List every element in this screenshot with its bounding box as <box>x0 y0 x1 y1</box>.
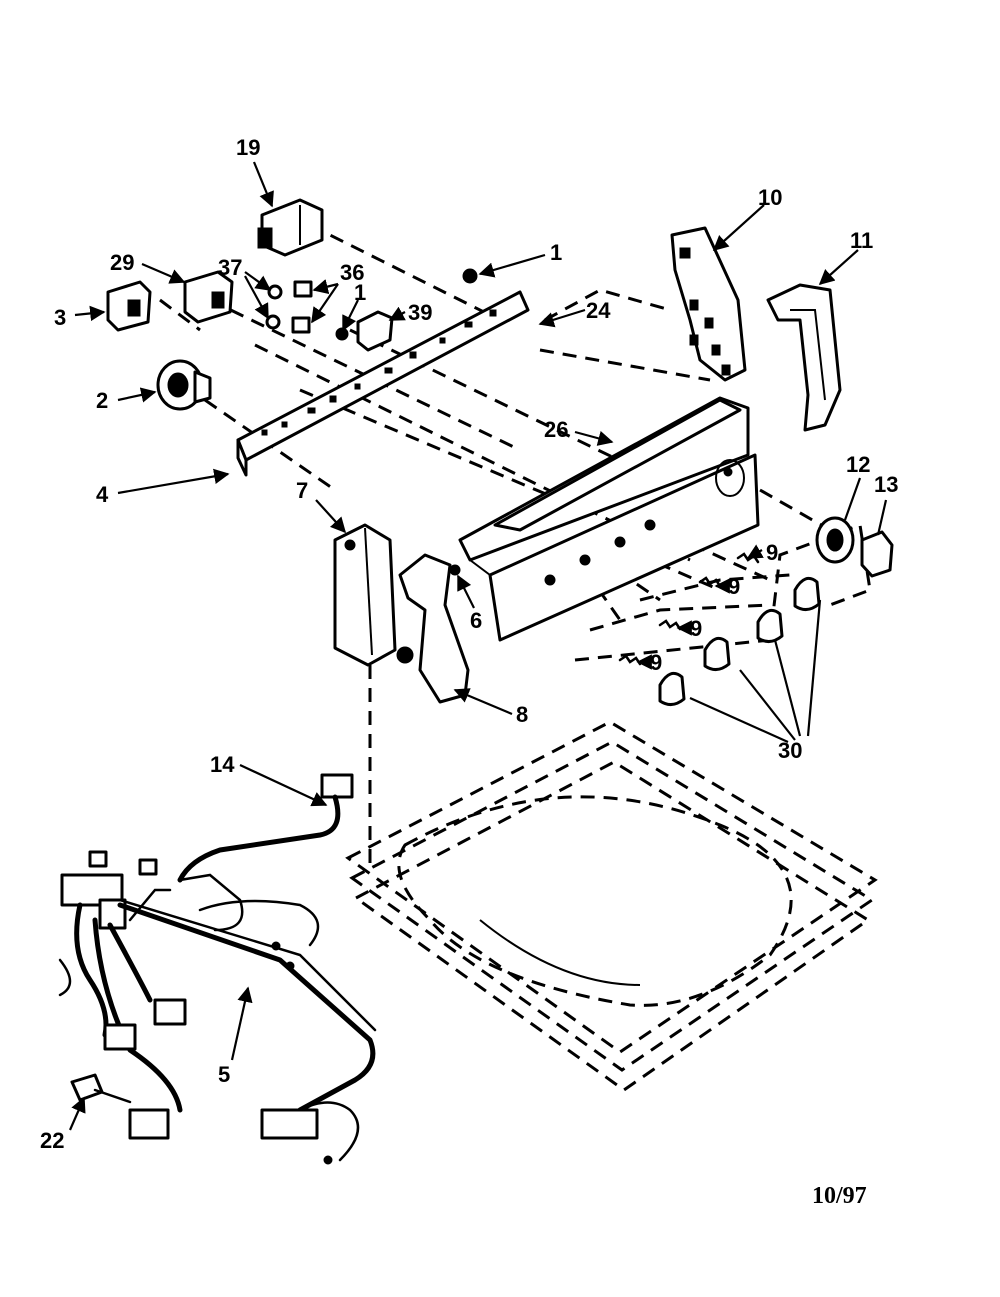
label-2: 2 <box>96 388 108 413</box>
label-37: 37 <box>218 255 242 280</box>
label-26: 26 <box>544 417 568 442</box>
label-29: 29 <box>110 250 134 275</box>
label-36: 36 <box>340 260 364 285</box>
label-14: 14 <box>210 752 235 777</box>
part-13-knob <box>860 530 894 578</box>
part-14-harness-lead <box>177 773 354 883</box>
screw-part-1-top <box>462 268 478 284</box>
label-3: 3 <box>54 305 66 330</box>
label-22: 22 <box>40 1128 64 1153</box>
label-24: 24 <box>586 298 611 323</box>
label-9-a: 9 <box>766 540 778 565</box>
label-10: 10 <box>758 185 782 210</box>
label-5: 5 <box>218 1062 230 1087</box>
part-29-switch <box>183 270 234 324</box>
part-30-knobs <box>658 576 821 706</box>
label-11: 11 <box>850 228 873 253</box>
label-7: 7 <box>296 478 308 503</box>
label-12: 12 <box>846 452 870 477</box>
cabinet-top-phantom <box>345 720 878 1092</box>
screw-part-6 <box>449 564 461 576</box>
label-30: 30 <box>778 738 802 763</box>
label-1-small: 1 <box>354 280 366 305</box>
label-13: 13 <box>874 472 898 497</box>
label-9-d: 9 <box>650 650 662 675</box>
label-39: 39 <box>408 300 432 325</box>
date-code: 10/97 <box>812 1183 867 1209</box>
label-4: 4 <box>96 482 109 507</box>
label-9-b: 9 <box>728 574 740 599</box>
part-number-labels: 19 29 37 36 1 39 3 2 4 1 24 10 11 26 7 6… <box>40 135 898 1209</box>
small-fasteners-37-36 <box>265 280 394 352</box>
leader-lines <box>68 161 888 1131</box>
part-11-end-cap <box>766 283 842 432</box>
part-2-timer <box>156 359 212 411</box>
label-6: 6 <box>470 608 482 633</box>
label-19: 19 <box>236 135 260 160</box>
label-8: 8 <box>516 702 528 727</box>
part-22-connector <box>70 1073 132 1104</box>
part-4-control-bracket <box>236 290 530 477</box>
part-26-console <box>458 396 760 642</box>
part-19-switch <box>257 198 324 257</box>
part-3-switch <box>106 280 152 332</box>
part-12-bezel <box>815 516 855 564</box>
label-1-top: 1 <box>550 240 562 265</box>
part-5-main-harness <box>58 850 377 1165</box>
label-9-c: 9 <box>690 616 702 641</box>
part-10-bracket <box>670 226 747 382</box>
part-7-housing <box>333 523 414 667</box>
